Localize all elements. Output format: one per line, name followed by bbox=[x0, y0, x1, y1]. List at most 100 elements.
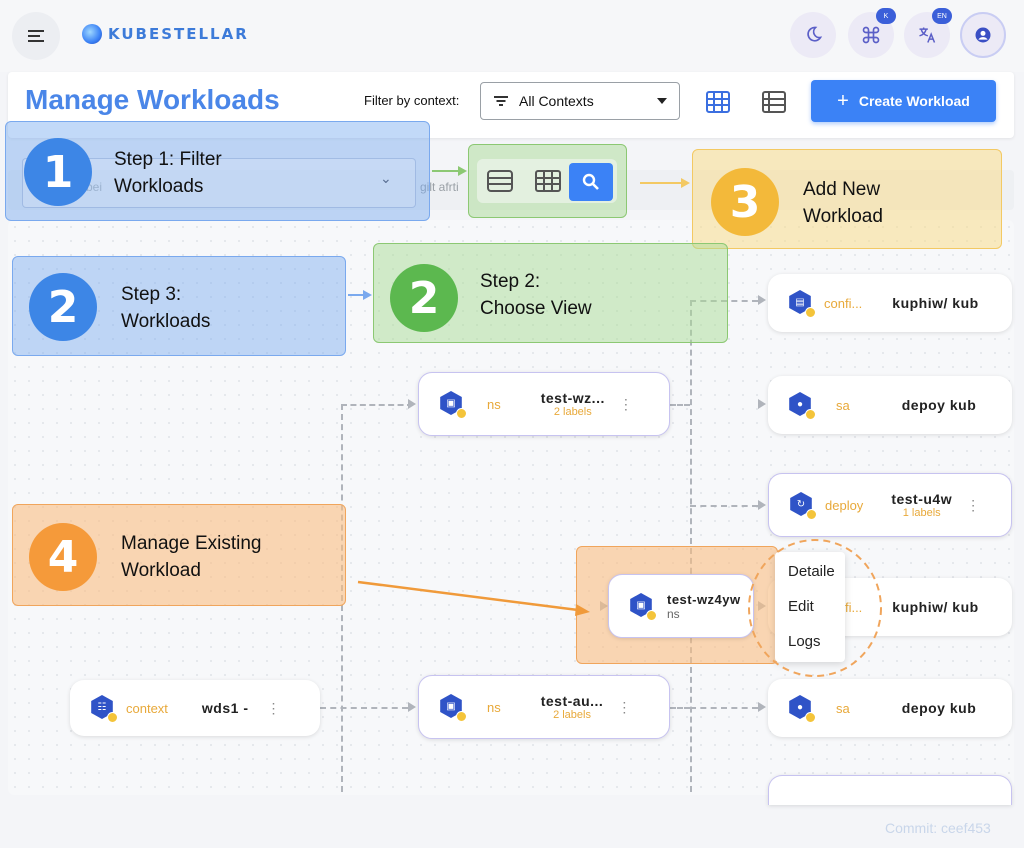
kebab-menu-icon[interactable]: ⋮ bbox=[618, 395, 633, 412]
node-name: kuphiw/ kub bbox=[892, 295, 979, 311]
callout-line1: Step 2: bbox=[480, 271, 541, 292]
context-node[interactable]: ☷ context wds1 - ⋮ bbox=[70, 680, 320, 736]
namespace-icon: ▣ bbox=[629, 593, 657, 621]
theme-toggle-button[interactable] bbox=[790, 12, 836, 58]
search-icon bbox=[582, 173, 599, 190]
search-button[interactable] bbox=[569, 163, 613, 201]
connector-line bbox=[320, 707, 408, 709]
node-sub: ns bbox=[667, 606, 680, 621]
commit-hash: Commit: ceef453 bbox=[885, 820, 991, 836]
list-view-button[interactable] bbox=[760, 88, 788, 116]
service-account-icon: ● bbox=[788, 695, 816, 723]
app-logo[interactable]: KUBESTELLAR bbox=[82, 24, 249, 44]
callout-line1: Step 3: bbox=[121, 284, 182, 305]
logo-text: KUBESTELLAR bbox=[108, 25, 249, 43]
grid-view-button[interactable] bbox=[704, 88, 732, 116]
account-button[interactable] bbox=[960, 12, 1006, 58]
moon-icon bbox=[807, 26, 823, 42]
connector-line bbox=[670, 404, 690, 406]
language-button[interactable]: EN bbox=[904, 8, 952, 58]
workload-node[interactable]: ▣ ns test-wz... 2 labels ⋮ bbox=[418, 372, 670, 436]
configmap-icon: ▤ bbox=[788, 290, 816, 318]
kebab-menu-icon[interactable]: ⋮ bbox=[617, 698, 632, 715]
connector-line bbox=[690, 707, 758, 709]
deployment-icon: ↻ bbox=[789, 492, 817, 520]
menu-button[interactable] bbox=[12, 12, 60, 60]
node-type: sa bbox=[836, 700, 850, 716]
step-number: 2 bbox=[29, 273, 97, 341]
callout-line2: Workload bbox=[121, 560, 201, 581]
context-icon: ☷ bbox=[90, 695, 118, 723]
workload-node[interactable]: ▤ confi... kuphiw/ kub bbox=[768, 274, 1012, 332]
dropdown-arrow-icon bbox=[657, 98, 667, 104]
step-number: 4 bbox=[29, 523, 97, 591]
node-name: kuphiw/ kub bbox=[892, 599, 979, 615]
node-type: confi... bbox=[824, 295, 863, 311]
step-number: 3 bbox=[711, 168, 779, 236]
node-type: ns bbox=[487, 699, 501, 715]
menu-item-logs[interactable]: Logs bbox=[788, 633, 821, 650]
callout-step1: 1 Step 1: Filter Workloads ⌄ bbox=[5, 121, 430, 221]
grid-icon[interactable] bbox=[535, 169, 561, 193]
connector-line bbox=[670, 707, 690, 709]
connector-line bbox=[341, 404, 413, 406]
service-account-icon: ● bbox=[788, 392, 816, 420]
menu-icon bbox=[28, 30, 44, 42]
page-title: Manage Workloads bbox=[25, 84, 280, 115]
callout-step4: 4 Manage Existing Workload bbox=[12, 504, 346, 606]
list-icon[interactable] bbox=[487, 169, 513, 193]
node-name: test-u4w bbox=[891, 491, 953, 507]
menu-item-edit[interactable]: Edit bbox=[788, 598, 814, 615]
callout-line2: Choose View bbox=[480, 298, 592, 319]
node-name: test-wz4yw bbox=[667, 591, 741, 607]
node-labels: 1 labels bbox=[902, 507, 941, 519]
callout-line1: Add New bbox=[803, 179, 881, 200]
callout-line2: Workload bbox=[803, 206, 883, 227]
plus-icon: + bbox=[837, 89, 849, 112]
workload-node[interactable] bbox=[768, 775, 1012, 805]
node-type: sa bbox=[836, 397, 850, 413]
list-icon bbox=[762, 91, 786, 113]
workload-node[interactable]: ● sa depoy kub bbox=[768, 376, 1012, 434]
node-type: deploy bbox=[825, 497, 864, 513]
callout-step3: 3 Add New Workload bbox=[692, 149, 1002, 249]
filter-icon bbox=[494, 96, 508, 106]
command-icon bbox=[862, 26, 880, 44]
menu-item-details[interactable]: Detaile bbox=[788, 563, 835, 580]
account-icon bbox=[975, 27, 991, 43]
callout-line2: Workloads bbox=[121, 311, 211, 332]
node-name: depoy kub bbox=[901, 397, 977, 413]
node-labels: 2 labels bbox=[553, 709, 591, 721]
node-type: ns bbox=[487, 396, 501, 412]
filter-label: Filter by context: bbox=[364, 93, 460, 108]
callout-line1: Manage Existing bbox=[121, 533, 262, 554]
kebab-menu-icon[interactable]: ⋮ bbox=[266, 699, 281, 716]
namespace-icon: ▣ bbox=[439, 391, 467, 419]
chevron-down-icon: ⌄ bbox=[380, 170, 392, 186]
node-context-menu: Detaile Edit Logs bbox=[775, 552, 845, 662]
search-ghost-left: bei bbox=[86, 180, 103, 194]
workload-node[interactable]: ▣ ns test-au... 2 labels ⋮ bbox=[418, 675, 670, 739]
kebab-menu-icon[interactable]: ⋮ bbox=[966, 496, 981, 513]
workload-node[interactable]: ● sa depoy kub bbox=[768, 679, 1012, 737]
create-workload-label: Create Workload bbox=[858, 93, 970, 109]
node-type: context bbox=[126, 700, 168, 716]
selected-workload-node[interactable]: ▣ test-wz4yw ns bbox=[608, 574, 754, 638]
node-labels: 2 labels bbox=[553, 406, 592, 418]
connector-line bbox=[690, 505, 758, 507]
command-palette-button[interactable]: K bbox=[848, 8, 896, 58]
workload-node[interactable]: ↻ deploy test-u4w 1 labels ⋮ bbox=[768, 473, 1012, 537]
namespace-icon: ▣ bbox=[439, 694, 467, 722]
grid-icon bbox=[706, 91, 730, 113]
translate-icon bbox=[919, 27, 936, 43]
callout-line1: Step 1: Filter bbox=[114, 149, 222, 170]
node-name: wds1 - bbox=[201, 700, 249, 716]
node-name: depoy kub bbox=[901, 700, 977, 716]
callout-view-toggle bbox=[468, 144, 627, 218]
language-badge: EN bbox=[932, 8, 952, 24]
context-filter-select[interactable]: All Contexts bbox=[480, 82, 680, 120]
step-number: 2 bbox=[390, 264, 458, 332]
logo-mark-icon bbox=[82, 24, 102, 44]
create-workload-button[interactable]: + Create Workload bbox=[811, 80, 996, 122]
